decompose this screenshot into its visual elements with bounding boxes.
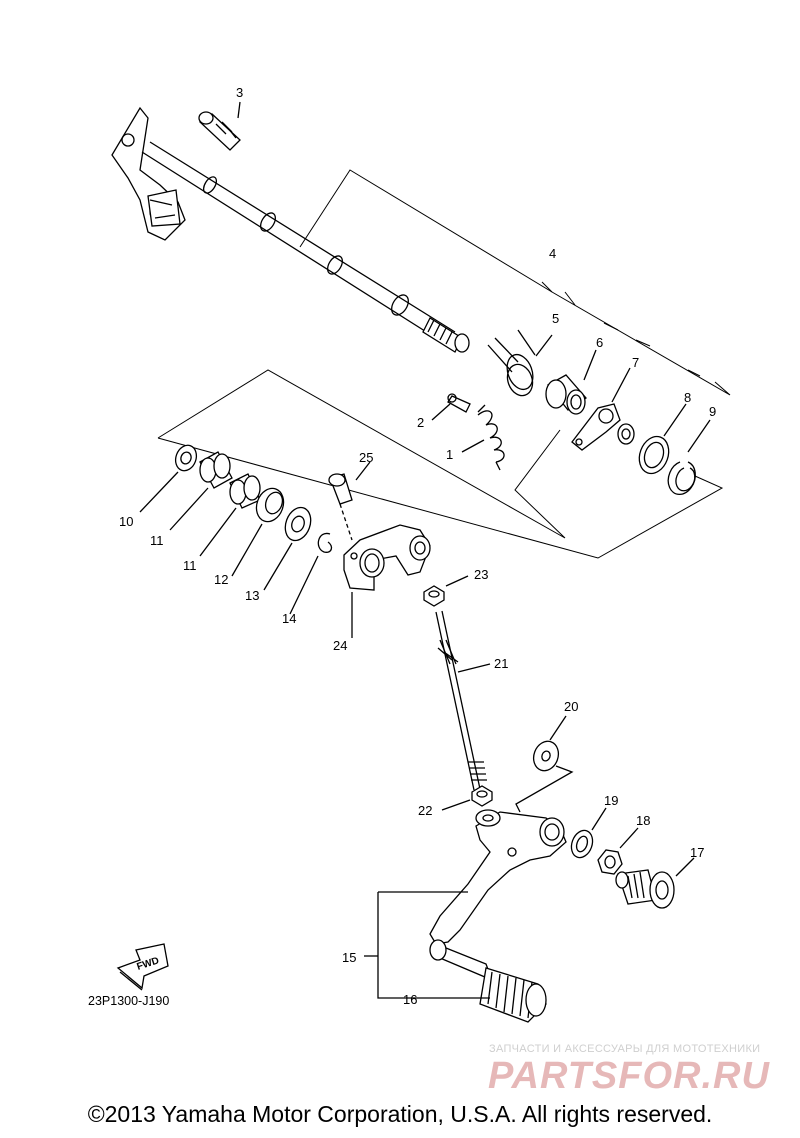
callout-2: 2 [417, 415, 424, 430]
part-7-arm [571, 367, 635, 451]
part-24-shift-arm [343, 524, 431, 638]
callout-13: 13 [245, 588, 259, 603]
part-9-circlip [667, 419, 711, 495]
callout-18: 18 [636, 813, 650, 828]
callout-6: 6 [596, 335, 603, 350]
callout-25: 25 [359, 450, 373, 465]
copyright-notice: ©2013 Yamaha Motor Corporation, U.S.A. A… [87, 1101, 713, 1127]
part-17-bolt [615, 857, 695, 909]
part-23-nut [423, 575, 469, 607]
callout-14: 14 [282, 611, 296, 626]
callout-labels: 1 2 3 4 5 6 7 8 9 10 11 11 12 13 14 15 1… [119, 85, 716, 1007]
callout-5: 5 [552, 311, 559, 326]
part-22-nut [441, 785, 493, 811]
part-12-bearing [231, 487, 285, 577]
part-16-peg [479, 967, 547, 1023]
callout-3: 3 [236, 85, 243, 100]
callout-20: 20 [564, 699, 578, 714]
callout-15: 15 [342, 950, 356, 965]
bracket-15-16 [364, 891, 490, 999]
part-10-washer [139, 444, 198, 513]
watermark-brand: PARTSFOR.RU [488, 1055, 770, 1097]
part-20-washer [515, 715, 574, 813]
callout-22: 22 [418, 803, 432, 818]
callout-10: 10 [119, 514, 133, 529]
callout-17: 17 [690, 845, 704, 860]
part-5-spring [487, 329, 553, 397]
callout-7: 7 [632, 355, 639, 370]
callout-24: 24 [333, 638, 347, 653]
part-2-bolt [431, 393, 471, 421]
part-15-shift-pedal [429, 809, 567, 982]
callout-4: 4 [549, 246, 556, 261]
part-8-washer [638, 403, 687, 475]
part-14-clip [289, 532, 333, 615]
callout-23: 23 [474, 567, 488, 582]
callout-1: 1 [446, 447, 453, 462]
callout-19: 19 [604, 793, 618, 808]
callout-21: 21 [494, 656, 508, 671]
part-13-washer [263, 506, 312, 591]
part-3-stud [198, 101, 241, 151]
part-18-nut [597, 827, 639, 875]
callout-11a: 11 [150, 533, 164, 548]
part-21-rod [435, 610, 491, 791]
part-11-bearing-a [169, 451, 233, 531]
callout-12: 12 [214, 572, 228, 587]
part-19-washer [570, 807, 607, 859]
diagram-code: 23P1300-J190 [88, 994, 170, 1008]
fwd-arrow-icon [116, 943, 169, 991]
watermark-tagline: ЗАПЧАСТИ И АКСЕССУАРЫ ДЛЯ МОТОТЕХНИКИ [489, 1043, 761, 1055]
part-25-bolt [328, 461, 371, 541]
assembly-lines-upper [157, 169, 731, 559]
callout-9: 9 [709, 404, 716, 419]
callout-8: 8 [684, 390, 691, 405]
part-6-collar [545, 349, 597, 415]
part-1-spring [461, 404, 505, 471]
shift-shaft-assembly [111, 106, 470, 353]
callout-16: 16 [403, 992, 417, 1007]
callout-11b: 11 [183, 558, 197, 573]
